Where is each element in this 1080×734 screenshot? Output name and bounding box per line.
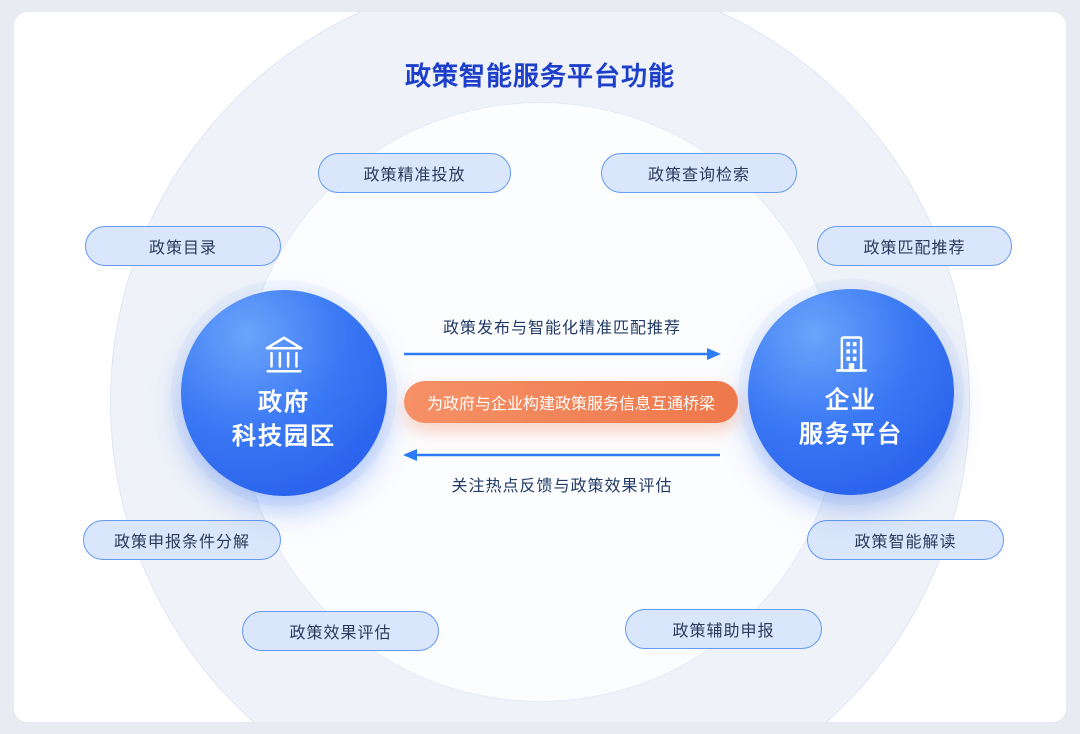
pill-policy-precise-delivery: 政策精准投放	[318, 153, 511, 193]
pill-policy-effect-evaluation: 政策效果评估	[242, 611, 439, 651]
government-node-label-line2: 科技园区	[232, 423, 336, 450]
center-bridge-banner: 为政府与企业构建政策服务信息互通桥梁	[404, 381, 738, 423]
enterprise-node-label-line2: 服务平台	[799, 421, 903, 448]
flow-arrow-right-icon	[402, 346, 722, 362]
government-node: 政府 科技园区	[181, 290, 387, 496]
pill-policy-assisted-application: 政策辅助申报	[625, 609, 822, 649]
flow-arrow-left-icon	[402, 447, 722, 463]
office-building-icon	[829, 332, 873, 376]
government-building-icon	[261, 332, 307, 378]
pill-policy-catalog: 政策目录	[85, 226, 281, 266]
pill-policy-application-condition-breakdown: 政策申报条件分解	[83, 520, 281, 560]
enterprise-node: 企业 服务平台	[748, 289, 954, 495]
diagram-title: 政策智能服务平台功能	[404, 61, 675, 91]
pill-policy-intelligent-interpretation: 政策智能解读	[807, 520, 1004, 560]
government-node-label-line1: 政府	[258, 389, 310, 416]
top-flow-label: 政策发布与智能化精准匹配推荐	[442, 320, 681, 337]
pill-policy-match-recommendation: 政策匹配推荐	[817, 226, 1012, 266]
bottom-flow-label: 关注热点反馈与政策效果评估	[451, 478, 673, 495]
enterprise-node-label-line1: 企业	[825, 387, 877, 414]
pill-policy-query-search: 政策查询检索	[601, 153, 797, 193]
